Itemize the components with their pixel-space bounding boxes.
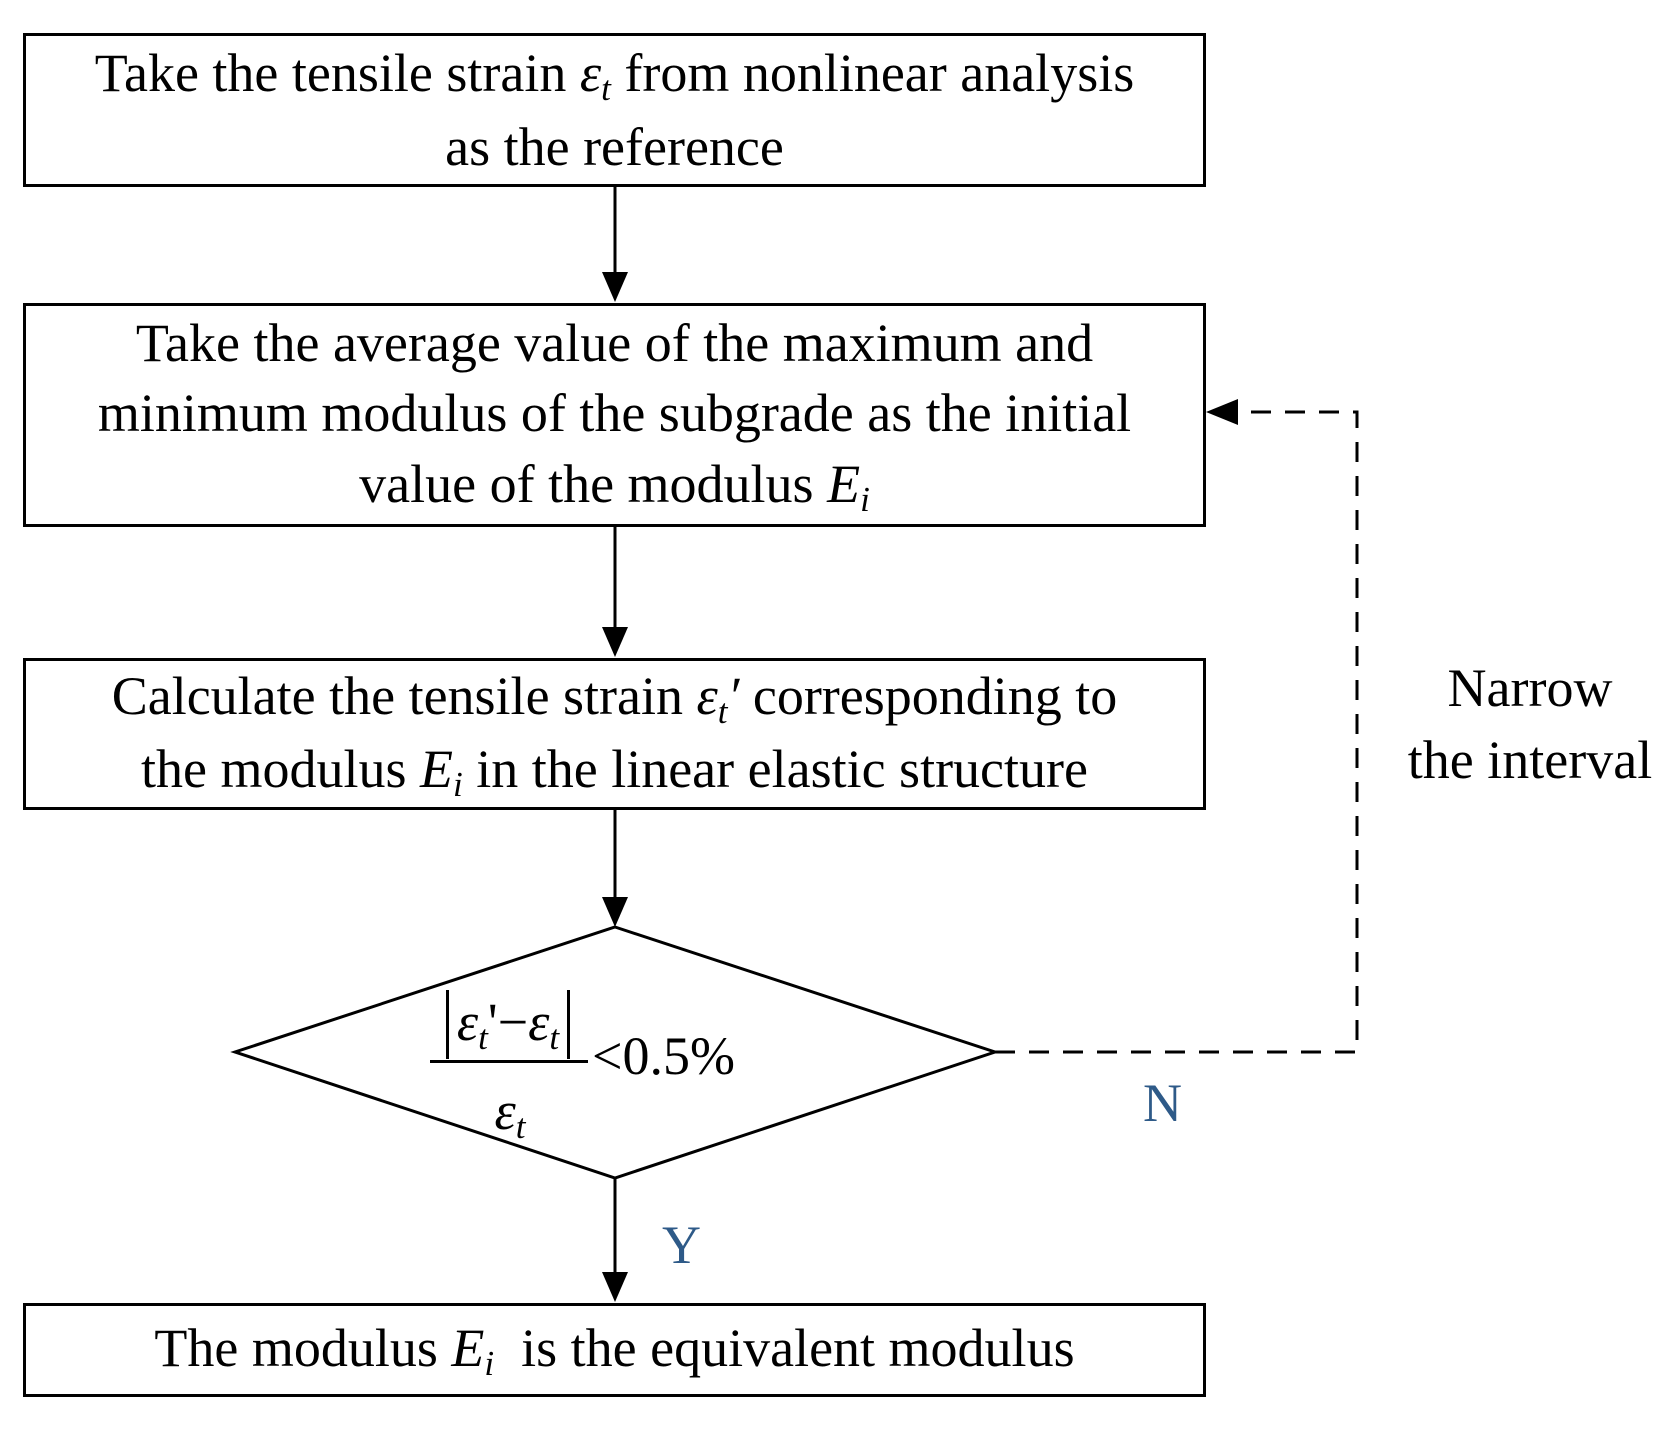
result-text: The modulus Ei is the equivalent modulus — [154, 1318, 1075, 1384]
reference-box: Take the tensile strain εt from nonlinea… — [23, 33, 1206, 187]
loop-dashed-line — [995, 410, 1359, 1054]
decision-diamond — [230, 925, 1000, 1180]
no-branch-label: N — [1143, 1073, 1182, 1133]
arrowhead-3 — [602, 897, 628, 927]
calculate-line-2: the modulus Ei in the linear elastic str… — [140, 739, 1088, 804]
epsilon-symbol: ε — [579, 43, 602, 104]
fraction-bar — [430, 1060, 588, 1063]
loop-label-line-2: the interval — [1407, 729, 1653, 790]
initial-line-3: value of the modulus Ei — [359, 453, 870, 519]
reference-line-1: Take the tensile strain εt from nonlinea… — [94, 43, 1135, 108]
reference-line-2: as the reference — [445, 116, 784, 177]
decision-condition: <0.5% — [592, 1026, 735, 1086]
loop-label: Narrow the interval — [1395, 655, 1665, 794]
calculate-line-1: Calculate the tensile strain εt′ corresp… — [111, 665, 1118, 731]
initial-line-2: minimum modulus of the subgrade as the i… — [97, 383, 1132, 444]
modulus-symbol: E — [419, 739, 453, 799]
arrowhead-4 — [602, 1272, 628, 1302]
epsilon-symbol: ε — [696, 665, 718, 726]
decision-numerator: εt'−εt — [428, 990, 588, 1059]
loop-arrowhead — [1206, 399, 1238, 425]
arrowhead-2 — [602, 627, 628, 657]
result-box: The modulus Ei is the equivalent modulus — [23, 1303, 1206, 1397]
modulus-symbol: E — [451, 1318, 485, 1379]
calculate-box: Calculate the tensile strain εt′ corresp… — [23, 658, 1206, 810]
decision-denominator: εt — [494, 1081, 526, 1146]
loop-label-line-1: Narrow — [1447, 658, 1613, 718]
yes-branch-label: Y — [662, 1215, 701, 1275]
arrowhead-1 — [602, 272, 628, 302]
modulus-symbol: E — [827, 453, 861, 514]
initial-line-1: Take the average value of the maximum an… — [135, 313, 1094, 374]
initial-value-box: Take the average value of the maximum an… — [23, 303, 1206, 527]
